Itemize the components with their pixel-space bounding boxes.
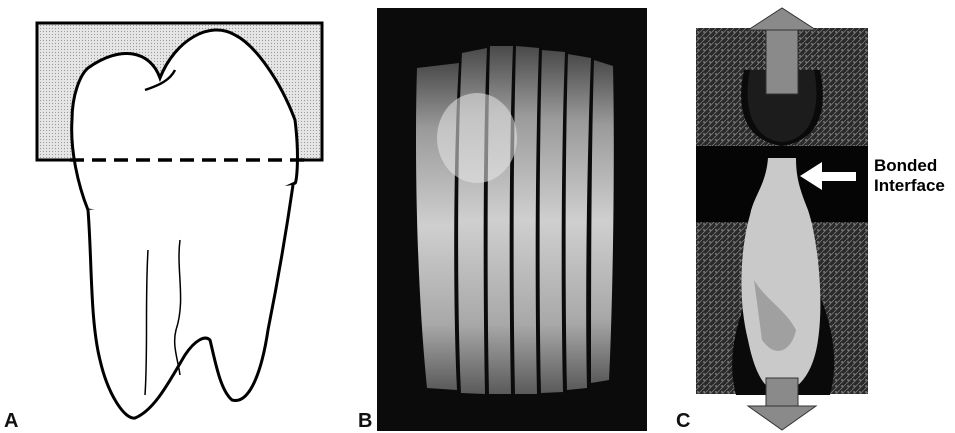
crown-highlight — [437, 93, 517, 183]
callout-line-1: Bonded — [874, 156, 945, 176]
tooth-slices — [416, 46, 614, 394]
panel-a-label: A — [4, 410, 18, 433]
panel-c-label: C — [676, 410, 690, 433]
bonded-interface-callout: Bonded Interface — [874, 156, 945, 196]
tooth-root — [88, 185, 293, 418]
panel-b-sliced-tooth-photo — [377, 8, 647, 431]
panel-c-tensile-specimen-photo — [696, 0, 868, 431]
panel-b-label: B — [358, 410, 372, 433]
panel-a-tooth-diagram — [0, 0, 330, 431]
callout-line-2: Interface — [874, 176, 945, 196]
